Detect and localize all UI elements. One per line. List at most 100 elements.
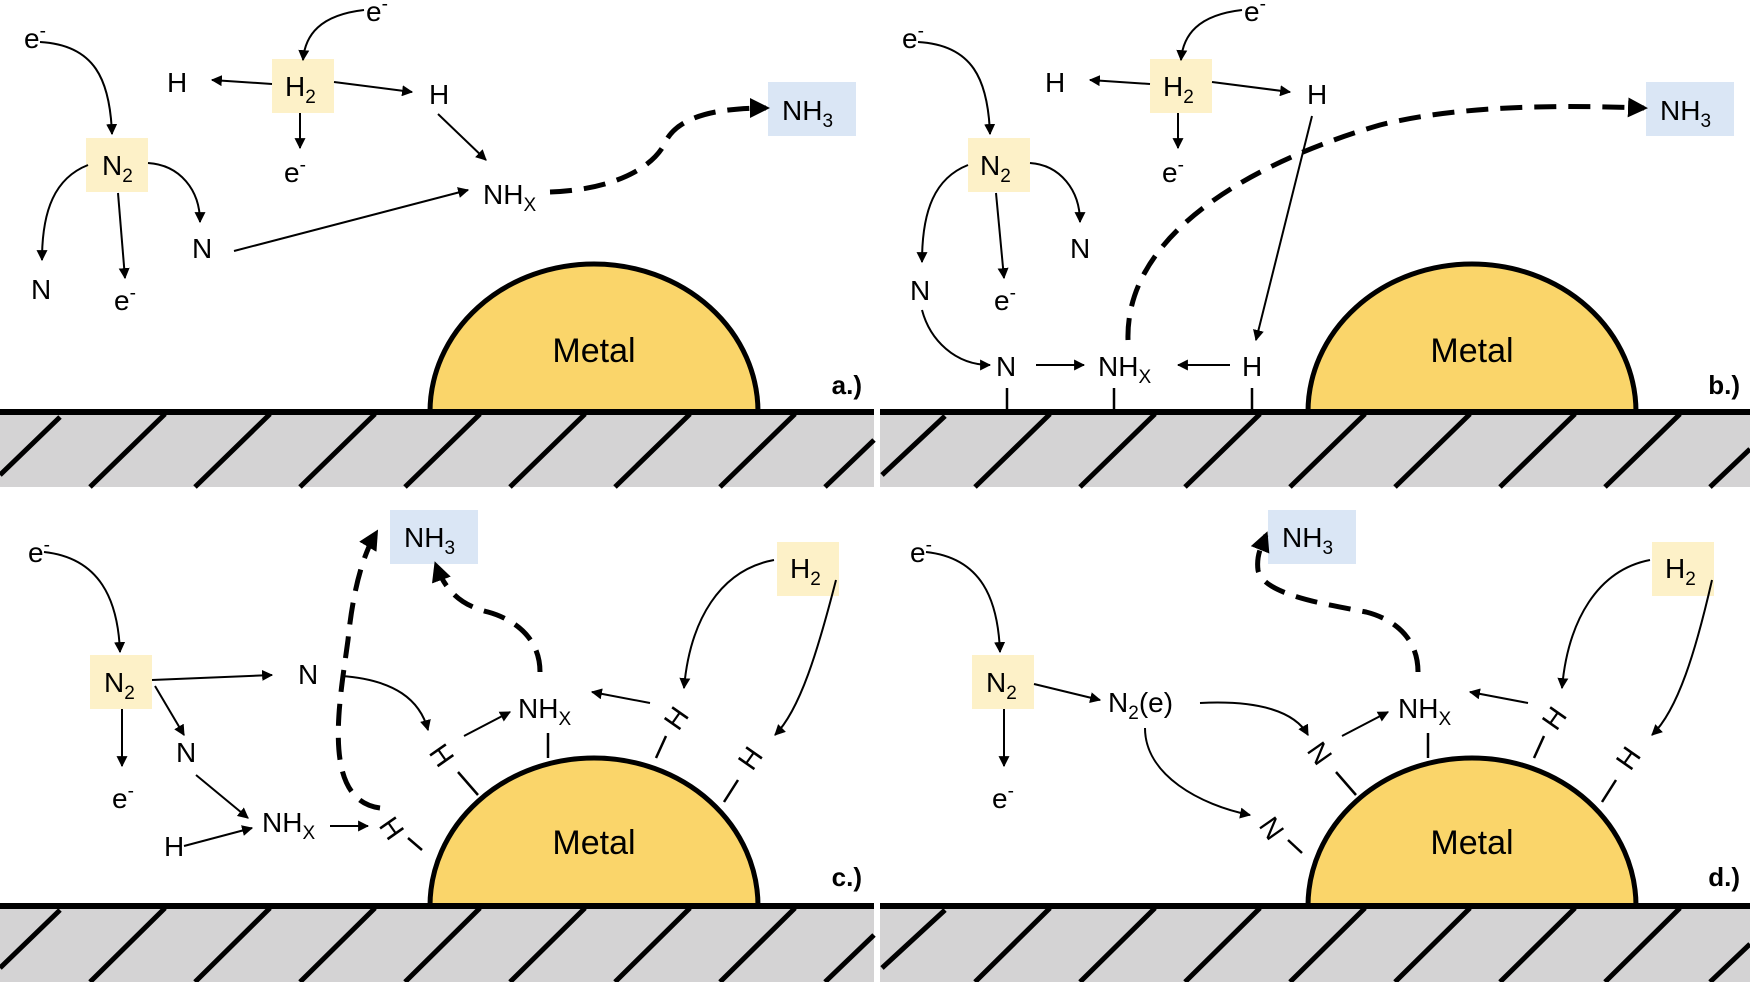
nitrogen-atom-label: N	[298, 659, 318, 690]
electron-label: e-	[284, 155, 306, 188]
surface-bond	[722, 779, 740, 803]
support-hatching	[880, 412, 1750, 489]
nitrogen-atom-label: N	[31, 274, 51, 305]
metal-particle	[1305, 261, 1639, 415]
reaction-arrows	[916, 9, 1648, 371]
surface-bond	[457, 771, 479, 796]
adsorbed-nitrogen-label: N	[996, 351, 1016, 382]
h2-molecule-label: H2	[790, 553, 821, 590]
h2-box	[272, 59, 334, 113]
electron-label: e-	[910, 535, 932, 568]
metal-label: Metal	[1430, 332, 1513, 370]
n2-box	[86, 138, 148, 192]
hydrogen-atom-label: H	[164, 831, 184, 862]
panel-label: c.)	[832, 862, 862, 892]
n2-molecule-label: N2	[986, 667, 1017, 704]
surface-bond	[1335, 771, 1357, 796]
n2-box	[972, 655, 1034, 709]
electron-label: e-	[902, 21, 924, 54]
n2-box	[968, 138, 1030, 192]
n2-box	[90, 655, 152, 709]
electron-label: e-	[114, 283, 136, 316]
adsorbed-hydrogen-label: H	[423, 738, 460, 772]
electron-label: e-	[1162, 155, 1184, 188]
panel-d: Metal d.) N2 H2 NH3 e- e- N2(e) NHX N N …	[880, 510, 1750, 982]
surface-bond	[1532, 735, 1546, 759]
adsorbed-nhx-label: NHX	[1098, 351, 1151, 388]
adsorbed-nitrogen-label: N	[1253, 811, 1290, 845]
h2-box	[1150, 59, 1212, 113]
reaction-arrows	[43, 529, 837, 847]
nh3-product-label: NH3	[782, 95, 833, 132]
electron-label: e-	[24, 21, 46, 54]
metal-label: Metal	[1430, 824, 1513, 862]
surface-bond	[407, 837, 423, 851]
adsorbed-nitrogen-label: N	[1301, 736, 1338, 770]
metal-particle	[427, 261, 761, 415]
support-hatching	[880, 906, 1750, 982]
h2-molecule-label: H2	[1163, 71, 1194, 108]
support-substrate	[880, 412, 1750, 487]
h2-molecule-label: H2	[285, 71, 316, 108]
nhx-intermediate-label: NHX	[483, 179, 536, 216]
reaction-arrows	[925, 531, 1713, 819]
h2-box	[1652, 542, 1714, 596]
n2-molecule-label: N2	[102, 150, 133, 187]
reaction-arrows	[36, 9, 770, 280]
nh3-product-label: NH3	[1282, 522, 1333, 559]
hydrogen-atom-label: H	[1045, 67, 1065, 98]
support-hatching	[0, 412, 876, 489]
surface-bond	[1600, 779, 1618, 803]
nh3-product-label: NH3	[404, 522, 455, 559]
panel-label: b.)	[1708, 370, 1740, 400]
surface-bond	[654, 735, 668, 759]
panel-a: Metal a.) N2 H2 NH3 e- e- e- e- N N H H …	[0, 0, 876, 489]
n2-molecule-label: N2	[104, 667, 135, 704]
panel-label: a.)	[832, 370, 862, 400]
surface-bond	[1287, 839, 1303, 854]
panel-c: Metal c.) N2 H2 NH3 e- e- N N H NHX NHX …	[0, 510, 876, 982]
n2-molecule-label: N2	[980, 150, 1011, 187]
support-substrate	[880, 906, 1750, 982]
nitrogen-atom-label: N	[1070, 233, 1090, 264]
h2-molecule-label: H2	[1665, 553, 1696, 590]
nitrogen-atom-label: N	[192, 233, 212, 264]
support-hatching	[0, 906, 876, 982]
electron-label: e-	[1244, 0, 1266, 27]
metal-label: Metal	[552, 332, 635, 370]
electron-label: e-	[366, 0, 388, 27]
adsorbed-hydrogen-label: H	[732, 741, 769, 775]
panel-label: d.)	[1708, 862, 1740, 892]
nhx-intermediate-label: NHX	[518, 693, 571, 730]
electron-label: e-	[28, 535, 50, 568]
nh3-box	[1268, 510, 1356, 564]
nitrogen-atom-label: N	[176, 737, 196, 768]
metal-label: Metal	[552, 824, 635, 862]
adsorbed-hydrogen-label: H	[1610, 741, 1647, 775]
activated-n2-label: N2(e)	[1108, 687, 1173, 724]
support-substrate	[0, 906, 874, 982]
nh3-box	[768, 82, 856, 136]
adsorbed-hydrogen-label: H	[1242, 351, 1262, 382]
panel-b: Metal b.) N2 H2 NH3 e- e- e- e- N N H H …	[880, 0, 1750, 489]
metal-particle	[427, 755, 761, 909]
hydrogen-atom-label: H	[429, 79, 449, 110]
nh3-box	[390, 510, 478, 564]
hydrogen-atom-label: H	[1307, 79, 1327, 110]
metal-particle	[1305, 755, 1639, 909]
adsorbed-hydrogen-label: H	[658, 701, 695, 735]
support-substrate	[0, 412, 874, 487]
adsorbed-hydrogen-label: H	[373, 811, 410, 845]
h2-box	[777, 542, 839, 596]
nhx-intermediate-label: NHX	[1398, 693, 1451, 730]
nh3-box	[1646, 82, 1734, 136]
hydrogen-atom-label: H	[167, 67, 187, 98]
electron-label: e-	[994, 283, 1016, 316]
nitrogen-atom-label: N	[910, 275, 930, 306]
electron-label: e-	[992, 781, 1014, 814]
nh3-product-label: NH3	[1660, 95, 1711, 132]
nhx-intermediate-label: NHX	[262, 807, 315, 844]
adsorbed-hydrogen-label: H	[1536, 701, 1573, 735]
electron-label: e-	[112, 781, 134, 814]
